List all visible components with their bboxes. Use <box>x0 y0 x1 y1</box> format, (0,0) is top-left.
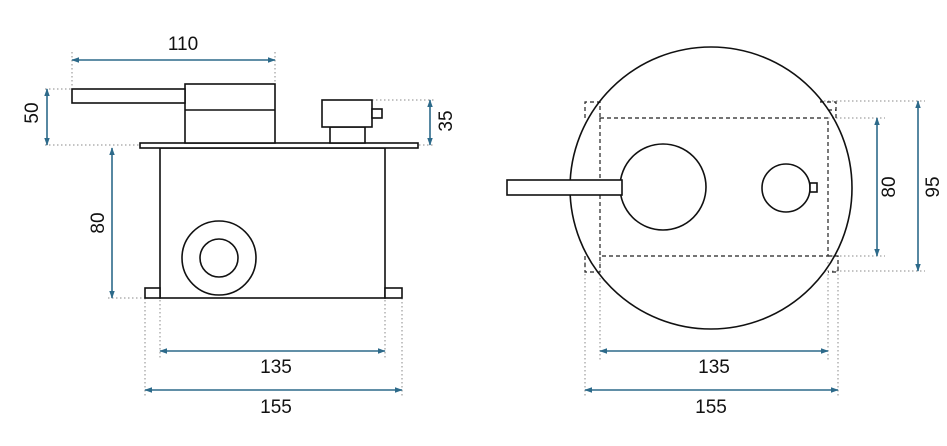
side-view-valve-body <box>71 83 419 299</box>
hidden-bottom-right-foot <box>828 255 839 273</box>
right-foot <box>384 287 403 299</box>
outlet-outer-ring <box>181 220 257 296</box>
front-view-dimension-lines <box>584 100 921 393</box>
left-foot <box>144 287 161 299</box>
handle-hub <box>184 83 276 144</box>
diverter-knob-front <box>761 163 811 213</box>
knob-base <box>329 126 366 144</box>
hidden-bottom-left-foot <box>584 256 601 273</box>
dim-label-top-width: 110 <box>168 34 198 55</box>
front-view-extension-lines <box>584 100 925 397</box>
knob-pin <box>371 108 383 119</box>
mixer-box <box>159 147 386 299</box>
dim-label-body-height: 80 <box>88 212 109 233</box>
front-view: 80 95 135 155 <box>506 46 944 418</box>
dim-label-outer-height: 95 <box>923 176 944 197</box>
dim-label-handle-height: 50 <box>22 102 43 123</box>
dim-label-knob-height: 35 <box>436 110 457 131</box>
dim-label-front-outer-width: 155 <box>695 397 727 418</box>
lever-handle <box>71 88 186 104</box>
hidden-inner-box <box>599 117 829 257</box>
side-view: 110 50 35 80 135 155 <box>22 34 457 418</box>
dim-label-inner-width: 135 <box>260 357 292 378</box>
dim-label-front-inner-width: 135 <box>698 357 730 378</box>
dim-label-outer-width: 155 <box>260 397 292 418</box>
diverter-knob <box>321 99 373 128</box>
front-view-cover <box>506 46 853 330</box>
lever-handle-front <box>506 179 623 196</box>
knob-pin-front <box>809 182 818 193</box>
dim-label-inner-height: 80 <box>879 176 900 197</box>
outlet-inner-ring <box>199 238 239 278</box>
side-view-dimension-lines <box>44 57 433 393</box>
mounting-plate <box>139 142 419 149</box>
handle-hub-front <box>619 143 707 231</box>
